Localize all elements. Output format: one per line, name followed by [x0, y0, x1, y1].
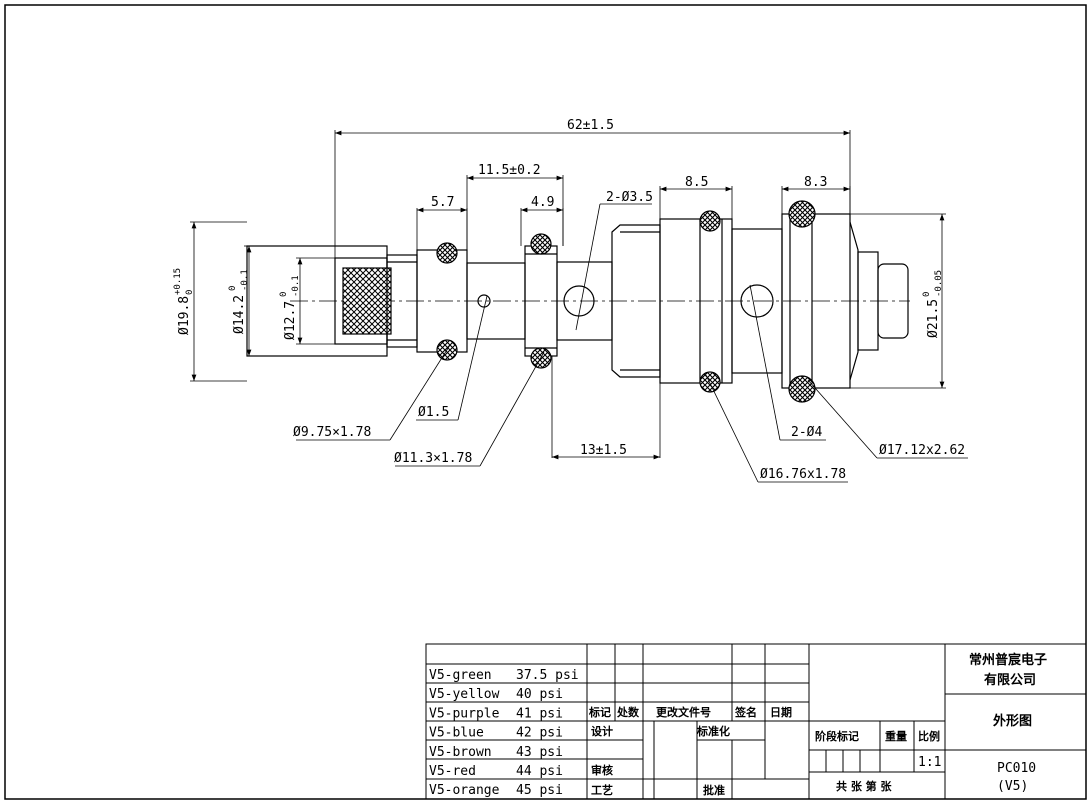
- tb-h-count: 处数: [616, 705, 640, 719]
- pressure-value: 41 psi: [516, 706, 563, 721]
- dim-dia-21-5-tol-bot: -0.05: [934, 270, 944, 297]
- pressure-value: 42 psi: [516, 726, 563, 741]
- pressure-value: 44 psi: [516, 764, 563, 779]
- dim-dia-21-5: Ø21.5: [926, 299, 941, 338]
- dim-oring-16-76: Ø16.76x1.78: [760, 467, 846, 482]
- tb-h-sign: 签名: [734, 705, 757, 719]
- dim-5-7: 5.7: [431, 195, 454, 210]
- tb-h-date: 日期: [770, 705, 792, 719]
- dim-dia-12-7-tol-top: 0: [279, 292, 289, 297]
- dim-oring-9-75: Ø9.75×1.78: [293, 425, 371, 440]
- dim-dia-21-5-tol-top: 0: [922, 292, 932, 297]
- pressure-variant: V5-orange: [429, 783, 500, 798]
- tb-approve: 批准: [703, 783, 725, 797]
- tb-h-mark: 标记: [588, 705, 611, 719]
- pressure-value: 45 psi: [516, 783, 563, 798]
- pressure-value: 37.5 psi: [516, 668, 579, 683]
- pressure-variant: V5-blue: [429, 726, 484, 741]
- dim-dia-14-2-tol-bot: -0.1: [240, 269, 250, 291]
- tb-weight: 重量: [885, 729, 907, 743]
- tb-company: 常州普宸电子: [969, 652, 1047, 668]
- tb-h-change-doc: 更改文件号: [656, 705, 711, 719]
- dim-holes-4: 2-Ø4: [791, 425, 822, 440]
- pressure-variant: V5-purple: [429, 706, 500, 721]
- dim-dia-14-2: Ø14.2: [232, 295, 247, 334]
- tb-process: 工艺: [591, 783, 613, 797]
- pressure-value: 40 psi: [516, 687, 563, 702]
- tb-company-line2: 有限公司: [984, 672, 1036, 688]
- pressure-variant: V5-yellow: [429, 687, 500, 702]
- tb-sheets: 共 张 第 张: [836, 779, 892, 793]
- tb-review: 审核: [591, 763, 613, 777]
- dim-4-9: 4.9: [531, 195, 554, 210]
- dim-oring-11-3: Ø11.3×1.78: [394, 451, 472, 466]
- pressure-value: 43 psi: [516, 745, 563, 760]
- o-rings: [436, 200, 816, 403]
- pressure-variant: V5-red: [429, 764, 476, 779]
- dim-8-5: 8.5: [685, 175, 708, 190]
- dim-oring-17-12: Ø17.12x2.62: [879, 443, 965, 458]
- pressure-variant: V5-brown: [429, 745, 492, 760]
- tb-stage-mark: 阶段标记: [815, 729, 859, 743]
- dim-overall-length: 62±1.5: [567, 118, 614, 133]
- tb-version: (V5): [997, 779, 1028, 794]
- dim-13: 13±1.5: [580, 443, 627, 458]
- title-block-grid: [425, 643, 1087, 800]
- tb-scale: 1:1: [918, 755, 941, 770]
- dim-11-5: 11.5±0.2: [478, 163, 541, 178]
- pressure-variant: V5-green: [429, 668, 492, 683]
- dim-8-3: 8.3: [804, 175, 827, 190]
- dimension-lines: [190, 130, 968, 483]
- tb-standardize: 标准化: [696, 724, 730, 738]
- tb-scale-label: 比例: [918, 729, 940, 743]
- dim-dia-19-8: Ø19.8: [177, 296, 192, 335]
- dim-dia-19-8-tol-bot: 0: [185, 290, 195, 295]
- dim-hole-1-5: Ø1.5: [418, 405, 449, 420]
- dim-dia-14-2-tol-top: 0: [228, 286, 238, 291]
- tb-design: 设计: [591, 724, 613, 738]
- dim-dia-12-7-tol-bot: -0.1: [291, 275, 301, 297]
- dim-dia-19-8-tol-top: +0.15: [173, 268, 183, 295]
- part-outline: [246, 213, 910, 389]
- dim-holes-3-5: 2-Ø3.5: [606, 190, 653, 205]
- tb-drawing-title: 外形图: [992, 713, 1032, 729]
- dim-dia-12-7: Ø12.7: [283, 301, 298, 340]
- tb-part-no: PC010: [997, 761, 1036, 776]
